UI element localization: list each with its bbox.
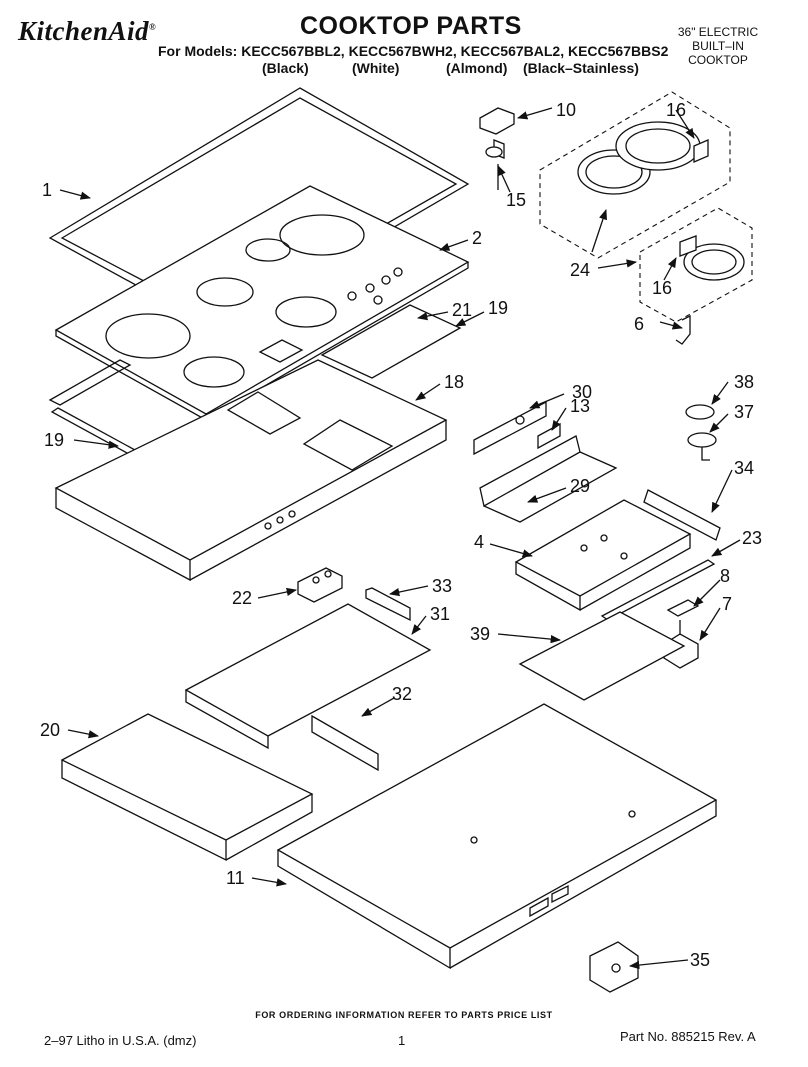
- callout-22: 22: [232, 588, 252, 608]
- callout-18: 18: [444, 372, 464, 392]
- page-title: COOKTOP PARTS: [300, 12, 522, 40]
- part-ring-37: [687, 432, 717, 461]
- product-type-line-3: COOKTOP: [688, 53, 748, 67]
- part-channel-29-side: [483, 451, 618, 523]
- callout-30: 30: [572, 382, 592, 402]
- callout-23: 23: [742, 528, 762, 548]
- callout-20: 20: [40, 720, 60, 740]
- callout-24: 24: [570, 260, 590, 280]
- callout-38: 38: [734, 372, 754, 392]
- callout-13: 13: [570, 396, 590, 416]
- color-black-stainless: (Black–Stainless): [523, 60, 639, 76]
- part-clip: [675, 314, 691, 345]
- part-bracket-34: [643, 489, 721, 541]
- litho-note: 2–97 Litho in U.S.A. (dmz): [44, 1033, 197, 1048]
- callout-6: 6: [634, 314, 644, 334]
- callout-11: 11: [226, 868, 245, 888]
- models-line: For Models: KECC567BBL2, KECC567BWH2, KE…: [158, 43, 669, 59]
- part-channel-29: [479, 435, 581, 507]
- color-almond: (Almond): [446, 60, 508, 76]
- callout-19b: 19: [44, 430, 64, 450]
- callout-35: 35: [690, 950, 710, 970]
- callout-21: 21: [452, 300, 472, 320]
- part-bracket-35: [589, 941, 639, 993]
- callout-34: 34: [734, 458, 754, 478]
- callout-37: 37: [734, 402, 754, 422]
- callout-16b: 16: [652, 278, 672, 298]
- callout-16a: 16: [666, 100, 686, 120]
- product-type-line-2: BUILT–IN: [692, 39, 744, 53]
- part-gasket: [320, 304, 462, 379]
- part-glass-top: [54, 185, 470, 422]
- callout-15: 15: [506, 190, 526, 210]
- part-tray: [60, 713, 314, 862]
- part-terminal-block: [297, 567, 343, 603]
- callout-10: 10: [556, 100, 576, 120]
- callout-31: 31: [430, 604, 450, 624]
- brand-mark: ®: [149, 22, 157, 32]
- part-burner-box: [54, 359, 448, 582]
- part-bracket-33: [365, 587, 411, 622]
- part-control-box: [514, 499, 692, 612]
- callout-29: 29: [570, 476, 590, 496]
- color-white: (White): [352, 60, 400, 76]
- part-panel-31: [184, 603, 432, 750]
- ordering-note: FOR ORDERING INFORMATION REFER TO PARTS …: [255, 1010, 553, 1020]
- part-bracket-30: [473, 400, 547, 456]
- part-bracket-13: [537, 422, 561, 450]
- callout-39: 39: [470, 624, 490, 644]
- callout-19a: 19: [488, 298, 508, 318]
- part-radiant-elements: [539, 91, 753, 323]
- callout-7: 7: [722, 594, 732, 614]
- part-knob: [479, 107, 515, 190]
- callout-8: 8: [720, 566, 730, 586]
- product-type: 36" ELECTRIC BUILT–IN COOKTOP: [668, 25, 768, 67]
- callout-1: 1: [42, 180, 52, 200]
- brand-name: KitchenAid: [18, 16, 150, 46]
- color-black: (Black): [262, 60, 309, 76]
- callout-labels: 1 2 10 15 16 24 16 6 21 19 19 18 30 13 3…: [40, 100, 762, 970]
- part-chassis: [276, 703, 718, 970]
- page-number: 1: [398, 1033, 406, 1048]
- callout-2: 2: [472, 228, 482, 248]
- callout-32: 32: [392, 684, 412, 704]
- product-type-line-1: 36" ELECTRIC: [677, 25, 759, 39]
- brand-logo: KitchenAid®: [18, 16, 156, 47]
- part-number: Part No. 885215 Rev. A: [620, 1029, 756, 1044]
- part-switch-plate: [666, 599, 700, 617]
- callout-4: 4: [474, 532, 484, 552]
- callout-33: 33: [432, 576, 452, 596]
- part-cover-plate: [518, 611, 686, 701]
- part-seal-strip-left: [48, 359, 132, 406]
- leader-lines: [59, 107, 741, 970]
- part-ring-38: [685, 404, 715, 420]
- part-bracket-32: [311, 714, 379, 772]
